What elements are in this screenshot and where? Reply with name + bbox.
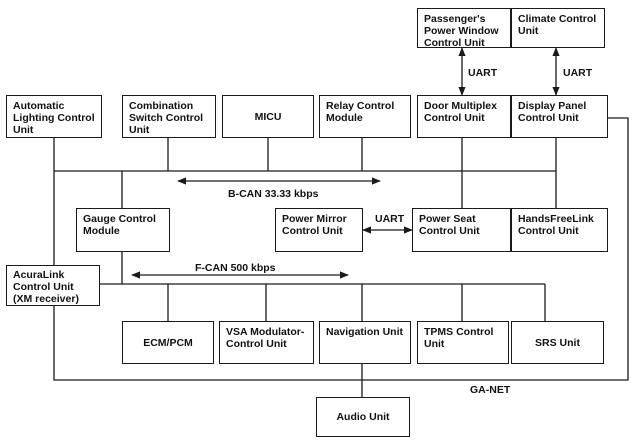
relay-control-module: Relay Control Module	[319, 95, 411, 138]
handsfreelink-unit: HandsFreeLink Control Unit	[511, 208, 608, 252]
automatic-lighting-unit: Automatic Lighting Control Unit	[6, 95, 102, 138]
navigation-unit: Navigation Unit	[319, 321, 411, 364]
tpms-control-unit: TPMS Control Unit	[417, 321, 509, 364]
climate-control-unit: Climate Control Unit	[511, 8, 605, 48]
uart-mirror-label: UART	[375, 213, 405, 225]
vsa-modulator-unit: VSA Modulator-Control Unit	[219, 321, 314, 364]
uart-climate-label: UART	[563, 67, 593, 79]
passenger-power-window-unit: Passenger's Power Window Control Unit	[417, 8, 511, 48]
ecm-pcm-unit: ECM/PCM	[122, 321, 214, 364]
power-seat-unit: Power Seat Control Unit	[412, 208, 511, 252]
ganet-label: GA-NET	[470, 384, 511, 396]
display-panel-unit: Display Panel Control Unit	[511, 95, 608, 138]
srs-unit: SRS Unit	[511, 321, 604, 364]
bcan-label: B-CAN 33.33 kbps	[228, 188, 319, 200]
micu-unit: MICU	[222, 95, 314, 138]
power-mirror-unit: Power Mirror Control Unit	[275, 208, 363, 252]
uart-window-label: UART	[468, 67, 498, 79]
ganet-line	[53, 117, 629, 381]
audio-unit: Audio Unit	[316, 397, 410, 437]
combination-switch-unit: Combination Switch Control Unit	[122, 95, 216, 138]
door-multiplex-unit: Door Multiplex Control Unit	[417, 95, 511, 138]
acuralink-unit: AcuraLink Control Unit (XM receiver)	[6, 265, 100, 306]
gauge-control-module: Gauge Control Module	[76, 208, 170, 252]
fcan-label: F-CAN 500 kbps	[195, 262, 276, 274]
